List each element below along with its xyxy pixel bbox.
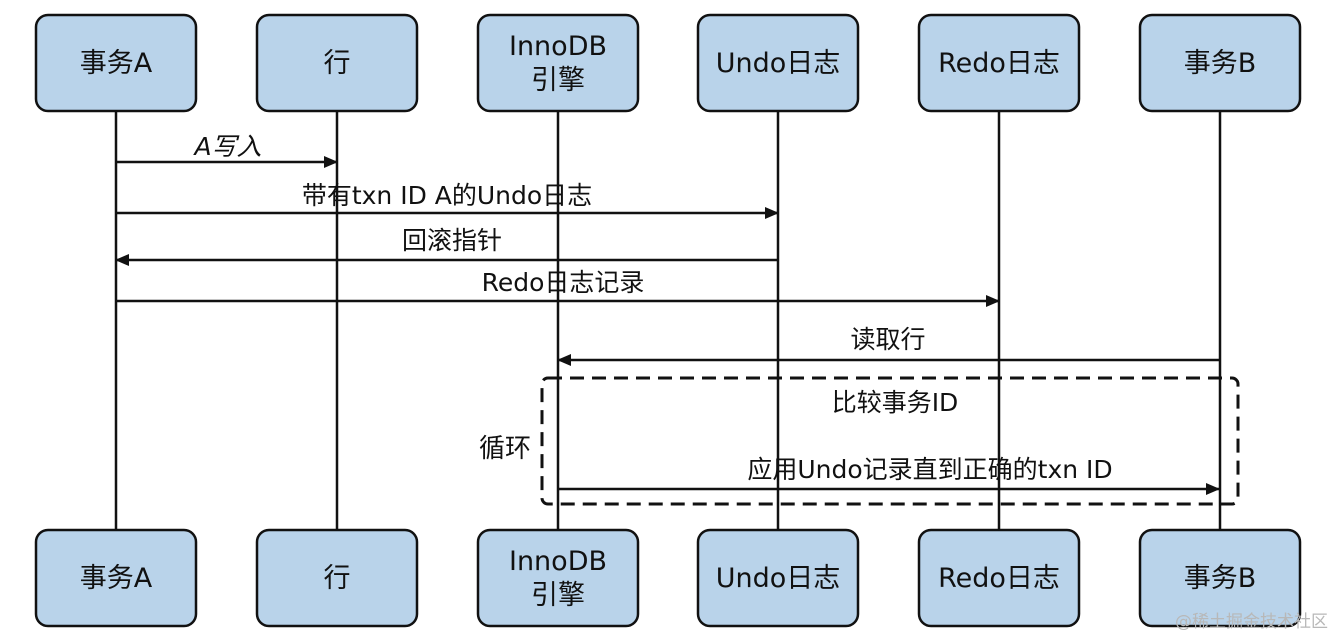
participant-label-bottom-innodb: 引擎 <box>531 580 585 611</box>
participant-label-top-row: 行 <box>324 48 351 79</box>
participant-box-top-undo <box>696 13 860 113</box>
participant-label-top-txb: 事务B <box>1184 48 1257 79</box>
participant-box-bottom-txb <box>1138 528 1302 628</box>
participant-box-top-redo <box>917 13 1081 113</box>
message-label-4: Redo日志记录 <box>482 268 645 297</box>
loop-frame <box>540 376 1240 506</box>
participant-label-bottom-innodb: InnoDB <box>509 546 607 577</box>
message-label-2: 带有txn ID A的Undo日志 <box>302 181 592 210</box>
participant-box-bottom-row <box>255 528 419 628</box>
message-label-5: 读取行 <box>850 325 925 354</box>
loop-inner-text: 比较事务ID <box>832 388 959 417</box>
participant-box-top-innodb <box>476 13 640 113</box>
participant-label-top-undo: Undo日志 <box>716 48 841 79</box>
participant-label-bottom-redo: Redo日志 <box>938 563 1060 594</box>
message-label-1: A写入 <box>192 132 261 161</box>
participant-box-top-row <box>255 13 419 113</box>
participant-label-bottom-undo: Undo日志 <box>716 563 841 594</box>
participant-box-bottom-redo <box>917 528 1081 628</box>
participant-box-bottom-txa <box>34 528 198 628</box>
message-label-3: 回滚指针 <box>402 226 502 255</box>
participant-box-top-txb <box>1138 13 1302 113</box>
participant-label-top-innodb: 引擎 <box>531 65 585 96</box>
participant-box-bottom-undo <box>696 528 860 628</box>
participant-box-bottom-innodb <box>476 528 640 628</box>
participant-label-bottom-txa: 事务A <box>80 563 153 594</box>
loop-message-label: 应用Undo记录直到正确的txn ID <box>747 455 1112 484</box>
lifelines <box>114 111 1222 530</box>
participant-label-top-redo: Redo日志 <box>938 48 1060 79</box>
watermark: @稀土掘金技术社区 <box>1175 612 1328 632</box>
loop-label: 循环 <box>479 434 531 464</box>
participant-box-top-txa <box>34 13 198 113</box>
participant-label-top-innodb: InnoDB <box>509 31 607 62</box>
loop-fragment: 循环 比较事务ID 应用Undo记录直到正确的txn ID <box>479 376 1240 506</box>
participant-label-bottom-txb: 事务B <box>1184 563 1257 594</box>
participant-label-bottom-row: 行 <box>324 563 351 594</box>
participant-label-top-txa: 事务A <box>80 48 153 79</box>
